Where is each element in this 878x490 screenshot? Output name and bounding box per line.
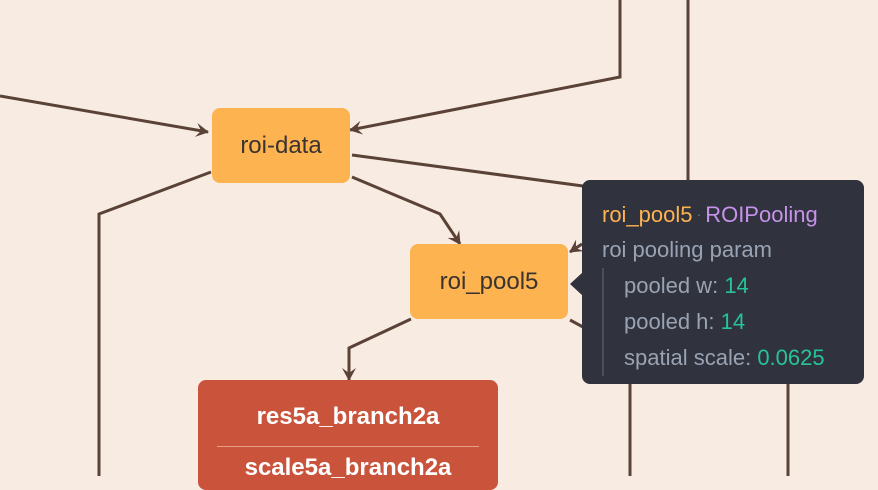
node-roi-data[interactable]: roi-data bbox=[212, 108, 350, 183]
edge-left-to-roi-data bbox=[0, 94, 209, 137]
node-res5a-branch2a[interactable]: res5a_branch2a scale5a_branch2a bbox=[198, 380, 498, 490]
tooltip-param-key: pooled h: bbox=[624, 309, 715, 334]
tooltip-param-row: spatial scale: 0.0625 bbox=[624, 340, 864, 376]
edge-roi-pool5-right bbox=[569, 318, 584, 329]
tooltip-section-title: roi pooling param bbox=[602, 237, 772, 262]
node-roi-pool5[interactable]: roi_pool5 bbox=[410, 244, 568, 319]
tooltip-pointer bbox=[570, 272, 583, 296]
tooltip-node-name: roi_pool5 bbox=[602, 202, 693, 227]
node-res5a-branch2a-label: res5a_branch2a bbox=[256, 403, 440, 430]
node-tooltip: roi_pool5·ROIPooling roi pooling param p… bbox=[582, 180, 864, 384]
edge-roi-data-right bbox=[351, 153, 584, 188]
tooltip-param-key: spatial scale: bbox=[624, 345, 752, 370]
tooltip-param-value: 14 bbox=[720, 309, 746, 334]
edge-layer bbox=[0, 0, 790, 476]
node-roi-data-label: roi-data bbox=[240, 131, 322, 159]
edge-incoming-roi-pool5 bbox=[569, 239, 584, 254]
node-roi-pool5-label: roi_pool5 bbox=[439, 267, 539, 295]
tooltip-param-value: 14 bbox=[724, 273, 749, 298]
tooltip-header: roi_pool5·ROIPooling bbox=[602, 196, 864, 232]
tooltip-param-row: pooled w: 14 bbox=[624, 268, 864, 304]
node-res5a-branch2a-sublabel: scale5a_branch2a bbox=[244, 454, 452, 481]
edge-roi-data-down-left bbox=[97, 170, 212, 476]
tooltip-separator: · bbox=[696, 206, 702, 222]
edge-top-to-roi-data bbox=[349, 0, 622, 135]
tooltip-node-type: ROIPooling bbox=[705, 202, 818, 227]
edge-roi-data-to-roi-pool5 bbox=[351, 175, 462, 245]
tooltip-param-key: pooled w: bbox=[624, 273, 719, 298]
edge-roi-pool5-to-res5a bbox=[342, 317, 412, 381]
node-separator bbox=[217, 446, 479, 447]
tooltip-param-row: pooled h: 14 bbox=[624, 304, 864, 340]
tooltip-param-value: 0.0625 bbox=[757, 345, 825, 370]
tooltip-params: pooled w: 14 pooled h: 14 spatial scale:… bbox=[602, 268, 864, 376]
